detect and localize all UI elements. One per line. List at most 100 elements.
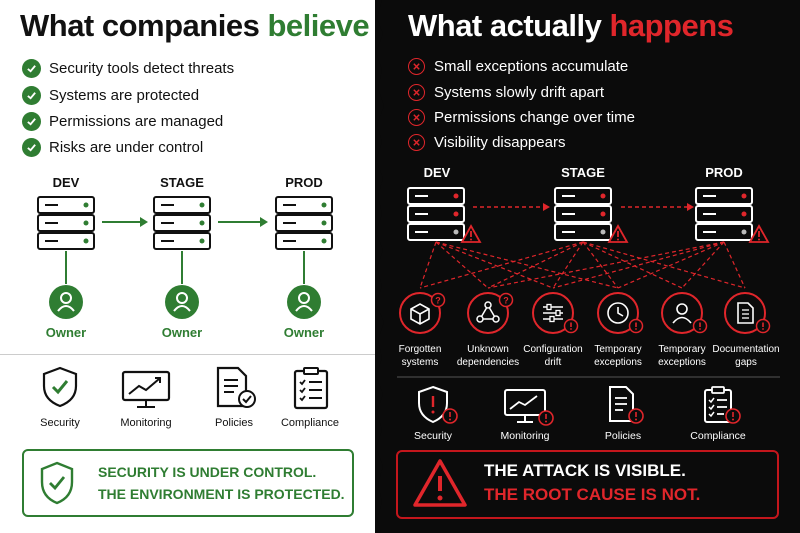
env-label-stage: STAGE <box>160 175 204 190</box>
document-icon <box>724 292 771 334</box>
left-divider <box>0 354 375 355</box>
issue-label: Temporary exceptions <box>646 343 718 369</box>
left-title-prefix: What companies <box>20 8 268 43</box>
right-conclusion-line2: THE ROOT CAUSE IS NOT. <box>484 485 701 504</box>
issue-label: Unknown dependencies <box>452 343 524 369</box>
tool-label-compliance: Compliance <box>280 417 340 429</box>
torn-edge-divider <box>376 0 390 533</box>
check-icon <box>22 138 41 157</box>
issue-label-line1: Temporary <box>594 344 642 355</box>
x-circle-icon <box>408 134 425 151</box>
left-conclusion-box <box>22 449 354 517</box>
left-diagram <box>37 196 333 320</box>
owner-label: Owner <box>161 325 203 340</box>
belief-item: Risks are under control <box>22 138 203 157</box>
reality-text: Systems slowly drift apart <box>434 84 605 101</box>
tool-label-security: Security <box>40 417 80 429</box>
belief-text: Systems are protected <box>49 87 200 104</box>
dev-server-icon <box>407 187 465 241</box>
tool-label-compliance: Compliance <box>690 430 746 442</box>
issue-label-line2: drift <box>544 357 562 368</box>
owner-icon <box>286 284 322 320</box>
right-title-prefix: What actually <box>408 8 610 43</box>
issue-label-line2: dependencies <box>456 357 520 368</box>
issue-label: Configuration drift <box>517 343 589 369</box>
right-title: What actually happens <box>408 8 734 44</box>
policy-document-icon <box>216 366 256 408</box>
stage-server-icon <box>153 196 211 250</box>
left-conclusion-text: SECURITY IS UNDER CONTROL. THE ENVIRONME… <box>98 461 345 505</box>
right-conclusion-box <box>396 450 779 519</box>
reality-text: Small exceptions accumulate <box>434 58 629 75</box>
dev-server-icon <box>37 196 95 250</box>
right-diagram: ? <box>397 187 780 378</box>
env-label-stage: STAGE <box>561 165 605 180</box>
right-conclusion-line1: THE ATTACK IS VISIBLE. <box>484 461 686 480</box>
shield-check-icon <box>40 461 74 505</box>
issue-label: Documentation gaps <box>710 343 782 369</box>
belief-item: Security tools detect threats <box>22 59 234 78</box>
issue-label: Temporary exceptions <box>582 343 654 369</box>
issue-label-line2: exceptions <box>658 357 706 368</box>
compliance-clipboard-icon <box>704 386 741 424</box>
shield-alert-icon <box>418 385 458 424</box>
compliance-clipboard-icon <box>293 367 329 410</box>
left-conclusion-line1: SECURITY IS UNDER CONTROL. <box>98 464 317 480</box>
belief-item: Systems are protected <box>22 86 199 105</box>
left-panel <box>0 0 385 533</box>
check-icon <box>22 112 41 131</box>
env-label-dev: DEV <box>423 165 451 180</box>
flow-arrow <box>218 217 268 227</box>
issue-label-line2: exceptions <box>594 357 642 368</box>
env-label-prod: PROD <box>705 165 743 180</box>
check-icon <box>22 59 41 78</box>
issue-label-line2: systems <box>401 357 439 368</box>
tool-label-policies: Policies <box>604 430 642 442</box>
reality-item: Visibility disappears <box>408 134 565 151</box>
tool-label-security: Security <box>414 430 452 442</box>
person-icon <box>661 292 708 334</box>
flow-arrow <box>102 217 148 227</box>
reality-text: Visibility disappears <box>434 134 566 151</box>
warning-triangle-icon <box>413 459 467 507</box>
belief-item: Permissions are managed <box>22 112 223 131</box>
configuration-drift-icon <box>532 292 579 334</box>
right-title-highlight: happens <box>609 8 734 43</box>
prod-server-icon <box>695 187 753 241</box>
belief-text: Security tools detect threats <box>49 60 235 77</box>
check-icon <box>22 86 41 105</box>
reality-item: Systems slowly drift apart <box>408 84 604 101</box>
belief-text: Risks are under control <box>49 139 204 156</box>
issue-label-line1: Unknown <box>467 344 509 355</box>
env-label-prod: PROD <box>285 175 323 190</box>
clock-icon <box>597 292 644 334</box>
owner-icon <box>164 284 200 320</box>
right-panel <box>375 0 800 533</box>
reality-item: Small exceptions accumulate <box>408 58 628 75</box>
reality-item: Permissions change over time <box>408 109 635 126</box>
owner-icon <box>48 284 84 320</box>
stage-server-icon <box>554 187 612 241</box>
issue-label-line2: gaps <box>735 357 757 368</box>
x-circle-icon <box>408 58 425 75</box>
left-title: What companies believe <box>20 8 370 44</box>
shield-check-icon <box>42 366 78 408</box>
monitor-chart-icon <box>504 389 554 426</box>
reality-text: Permissions change over time <box>434 109 635 126</box>
x-circle-icon <box>408 84 425 101</box>
prod-server-icon <box>275 196 333 250</box>
issue-label-line1: Temporary <box>658 344 706 355</box>
policy-document-icon <box>609 386 644 424</box>
unknown-dependencies-icon <box>467 292 514 334</box>
issue-label-line1: Configuration <box>523 344 583 355</box>
left-conclusion-line2: THE ENVIRONMENT IS PROTECTED. <box>98 486 345 502</box>
issue-label-line1: Documentation <box>712 344 780 355</box>
monitor-chart-icon <box>121 370 171 408</box>
owner-label: Owner <box>283 325 325 340</box>
env-label-dev: DEV <box>52 175 80 190</box>
tool-label-monitoring: Monitoring <box>500 430 550 442</box>
tool-label-monitoring: Monitoring <box>120 417 172 429</box>
belief-text: Permissions are managed <box>49 113 224 130</box>
left-title-highlight: believe <box>267 8 370 43</box>
